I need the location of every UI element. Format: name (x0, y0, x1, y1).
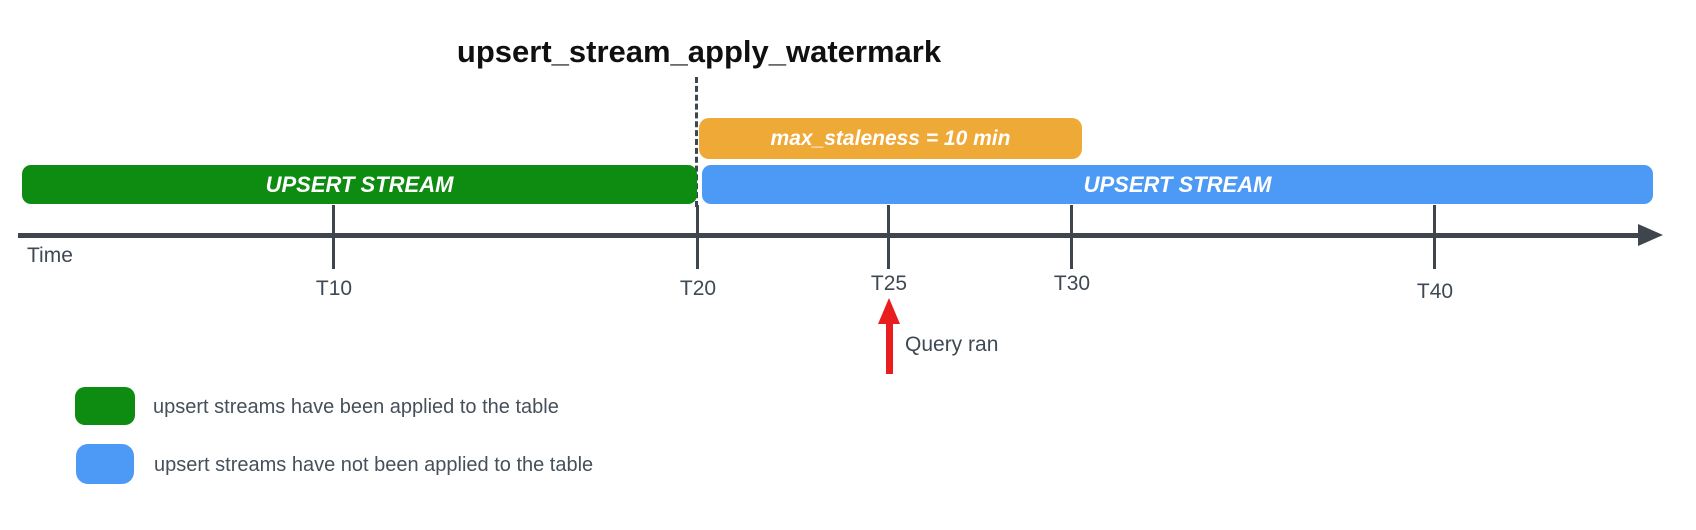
tick-t40 (1433, 205, 1436, 269)
arrow-up-icon (878, 298, 900, 324)
max-staleness-badge: max_staleness = 10 min (699, 118, 1082, 159)
tick-label-t10: T10 (315, 277, 353, 300)
upsert-stream-pending-bar: UPSERT STREAM (702, 165, 1653, 204)
tick-label-t30: T30 (1053, 272, 1091, 295)
timeline-axis (18, 233, 1640, 238)
tick-t30 (1070, 205, 1073, 269)
tick-label-t40: T40 (1416, 280, 1454, 303)
time-axis-label: Time (27, 244, 73, 267)
query-arrow-shaft (886, 322, 893, 374)
max-staleness-label: max_staleness = 10 min (770, 126, 1011, 150)
tick-t20 (696, 205, 699, 269)
page-title: upsert_stream_apply_watermark (456, 34, 942, 69)
tick-t10 (332, 205, 335, 269)
legend-label-pending: upsert streams have not been applied to … (154, 454, 594, 476)
upsert-stream-applied-label: UPSERT STREAM (265, 171, 454, 197)
tick-label-t25: T25 (870, 272, 908, 295)
query-ran-label: Query ran (905, 333, 999, 356)
arrowhead-right-icon (1638, 224, 1663, 246)
upsert-stream-applied-bar: UPSERT STREAM (22, 165, 697, 204)
legend-label-applied: upsert streams have been applied to the … (153, 396, 559, 418)
upsert-stream-pending-label: UPSERT STREAM (1083, 171, 1272, 197)
legend-swatch-pending (76, 444, 134, 484)
watermark-dashed-line (695, 77, 698, 207)
legend-swatch-applied (75, 387, 135, 425)
tick-t25 (887, 205, 890, 269)
tick-label-t20: T20 (679, 277, 717, 300)
